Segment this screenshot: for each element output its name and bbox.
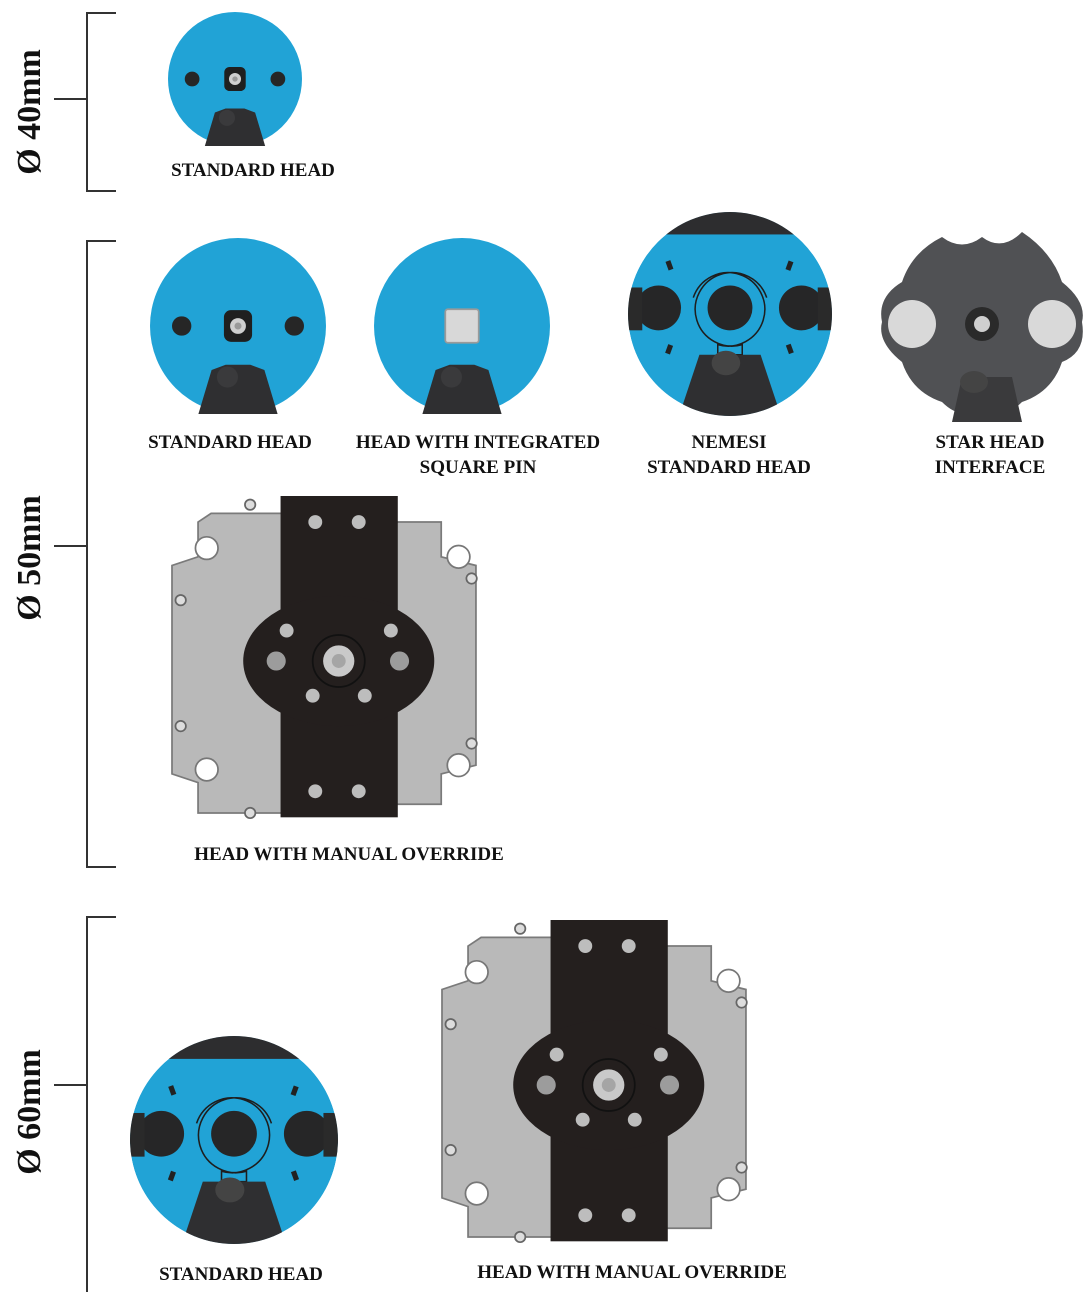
standard-head-60mm-image [130,1036,338,1244]
diameter-label-60mm: Ø 60mm [11,1049,48,1175]
manual-override-head-50mm-image [171,495,478,820]
caption-manual-override-50mm: HEAD WITH MANUAL OVERRIDE [194,844,504,865]
bracket-tick-40mm [54,98,86,100]
bracket-tick-60mm [54,1084,86,1086]
caption-standard-head-60mm: STANDARD HEAD [159,1264,323,1285]
caption-square-pin-head: HEAD WITH INTEGRATED SQUARE PIN [355,432,601,478]
bracket-60mm [86,916,116,1292]
caption-standard-head-50mm: STANDARD HEAD [148,432,312,453]
bracket-50mm [86,240,116,868]
standard-head-40mm-image [168,12,302,146]
manual-override-head-60mm-image [441,919,748,1244]
caption-manual-override-60mm: HEAD WITH MANUAL OVERRIDE [477,1262,787,1283]
caption-star-head-interface: STAR HEAD INTERFACE [934,432,1046,478]
caption-nemesi-standard-head: NEMESI STANDARD HEAD [647,432,811,478]
star-head-interface-image [881,232,1083,422]
bracket-tick-50mm [54,545,86,547]
square-pin-head-image [374,238,550,414]
diameter-label-40mm: Ø 40mm [11,49,48,175]
standard-head-50mm-image [150,238,326,414]
bracket-40mm [86,12,116,192]
nemesi-standard-head-image [628,212,832,416]
caption-standard-head-40mm: STANDARD HEAD [171,160,335,181]
diameter-label-50mm: Ø 50mm [11,495,48,621]
